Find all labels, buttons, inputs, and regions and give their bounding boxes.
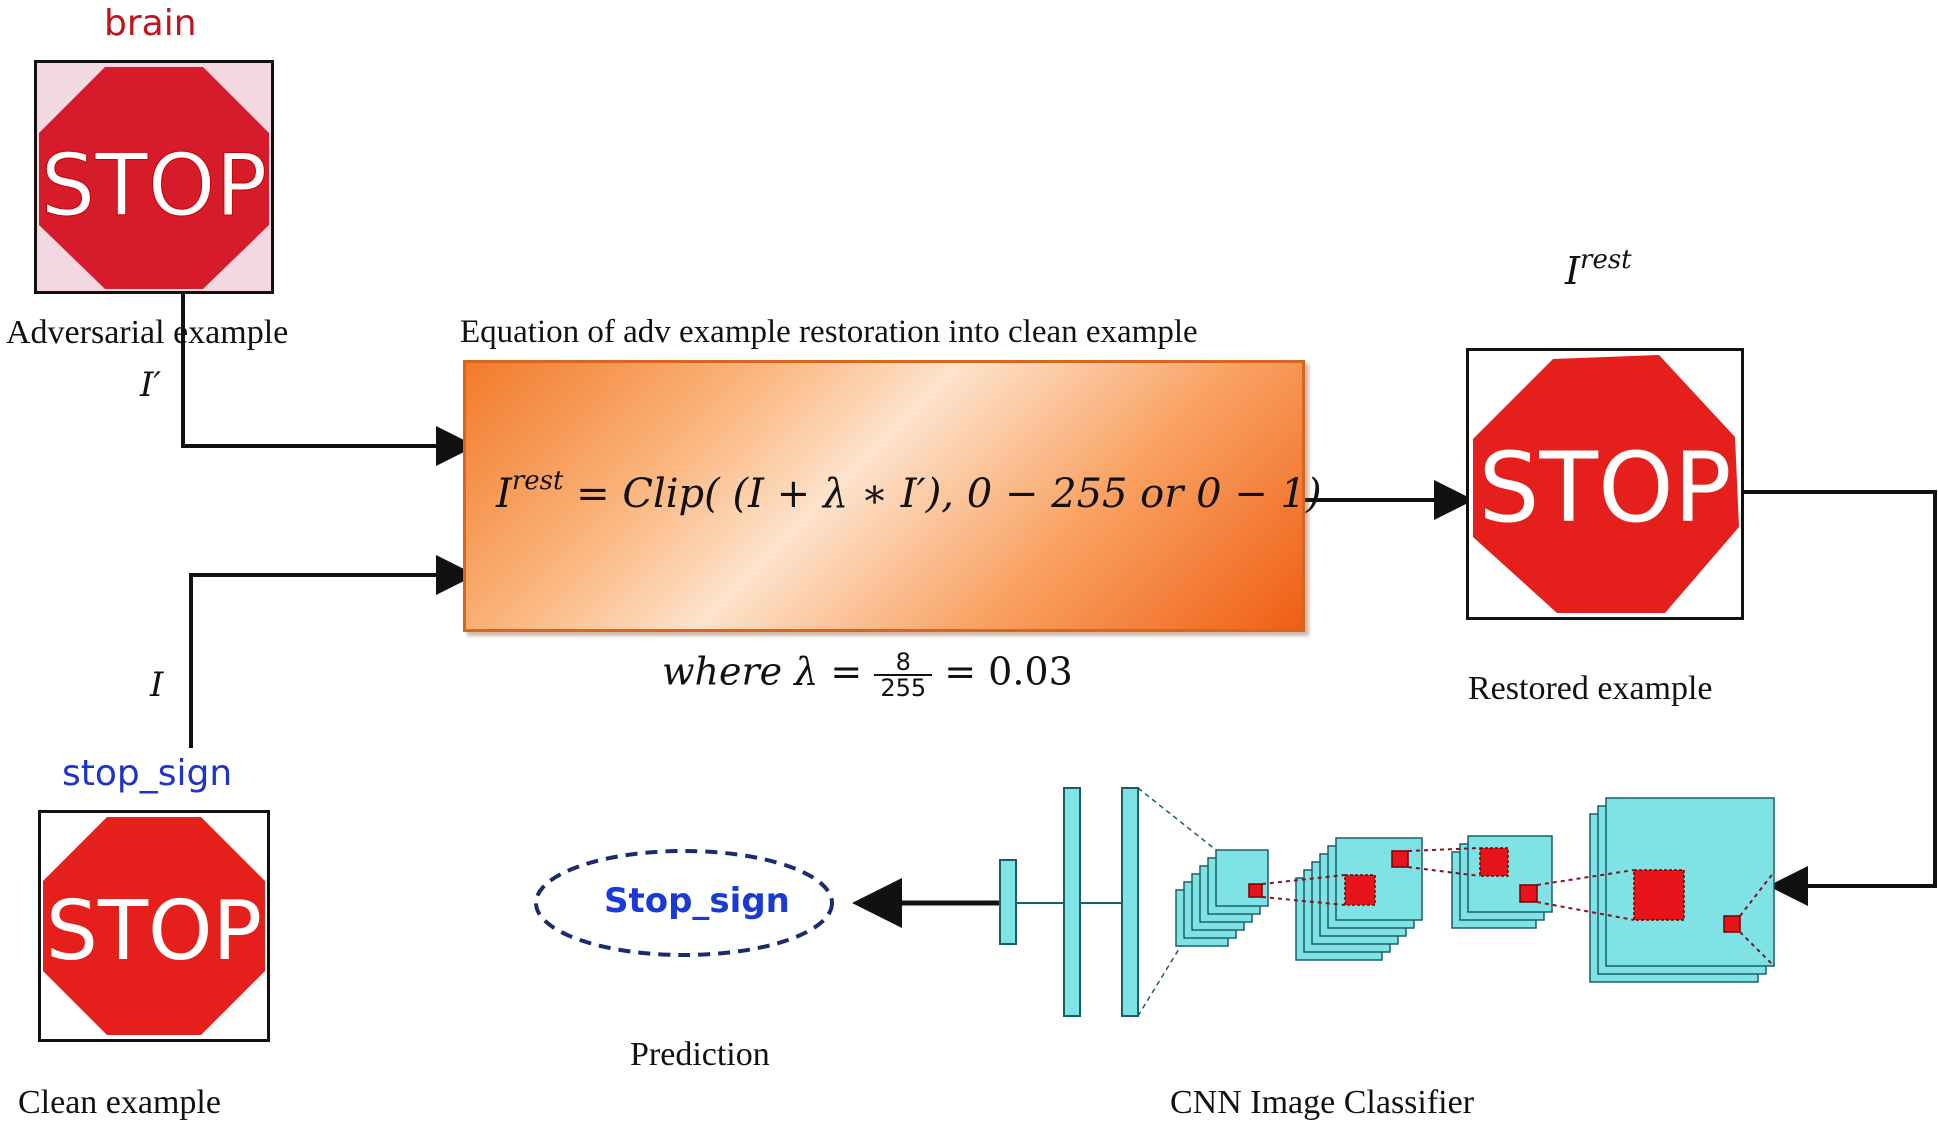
equation-box: Irest = Clip( (I + λ ∗ I′), 0 − 255 or 0… — [463, 360, 1322, 632]
adversarial-symbol: I′ — [140, 365, 162, 405]
restored-image: STOP — [1466, 348, 1744, 620]
feature-patch — [1633, 869, 1685, 921]
fc-layer-output — [999, 859, 1017, 945]
feature-patch — [1344, 874, 1376, 906]
feature-patch — [1479, 847, 1509, 877]
equation-title: Equation of adv example restoration into… — [460, 314, 1198, 350]
restored-stop-sign: STOP — [1473, 355, 1739, 613]
restoration-equation: Irest = Clip( (I + λ ∗ I′), 0 − 255 or 0… — [496, 466, 1322, 517]
feature-patch — [1248, 883, 1263, 898]
prediction-label: Prediction — [630, 1036, 770, 1073]
fc-layer-1 — [1121, 787, 1139, 1017]
feature-patch — [1723, 915, 1741, 933]
adversarial-sign-text: STOP — [41, 136, 268, 236]
clean-sign-text: STOP — [46, 884, 262, 979]
clean-arrow — [189, 555, 476, 748]
cnn-classifier-label: CNN Image Classifier — [1170, 1084, 1475, 1121]
adversarial-arrow — [181, 292, 476, 466]
restored-symbol: Irest — [1565, 245, 1632, 293]
feature-patch — [1391, 850, 1409, 868]
prediction-value: Stop_sign — [604, 881, 790, 921]
prediction-ellipse — [534, 849, 834, 957]
restored-sign-text: STOP — [1478, 432, 1731, 544]
clean-example-label: Clean example — [18, 1084, 221, 1121]
clean-image: STOP — [38, 810, 270, 1042]
fc-layer-2 — [1063, 787, 1081, 1017]
restored-example-label: Restored example — [1468, 670, 1713, 707]
adversarial-image: STOP — [34, 60, 274, 294]
adversarial-predicted-label: brain — [104, 3, 197, 44]
cnn-classifier — [999, 787, 1775, 1017]
clean-stop-sign: STOP — [43, 817, 265, 1035]
classifier-input-arrow — [1744, 490, 1937, 906]
clean-predicted-label: stop_sign — [62, 753, 233, 794]
adversarial-stop-sign: STOP — [39, 67, 269, 289]
conv-stack-1 — [1175, 849, 1269, 947]
clean-symbol: I — [150, 665, 164, 705]
feature-patch — [1519, 884, 1538, 903]
adversarial-example-label: Adversarial example — [6, 314, 289, 351]
